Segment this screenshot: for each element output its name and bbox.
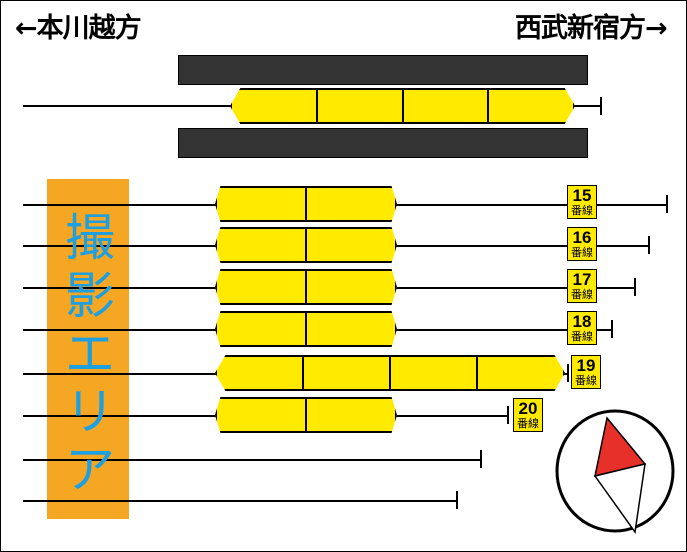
train-16	[215, 227, 397, 263]
train-car	[232, 90, 318, 122]
train-car	[307, 313, 395, 345]
platform-top	[178, 55, 588, 85]
direction-right: 西武新宿方→	[515, 13, 668, 44]
area-char: ア	[65, 441, 115, 499]
track-15-stop	[666, 195, 668, 213]
track-number: 20	[518, 399, 538, 418]
track-label-17: 17 番線	[567, 269, 597, 303]
area-char: エ	[65, 325, 115, 383]
train-car	[307, 271, 395, 303]
train-car	[217, 188, 307, 220]
track-number: 15	[572, 186, 592, 205]
track-19-stop	[567, 364, 569, 382]
train-car	[307, 188, 395, 220]
track-number: 17	[572, 270, 592, 289]
train-car	[307, 399, 395, 431]
train-car	[304, 357, 391, 389]
track-number: 18	[572, 312, 592, 331]
track-17-stop	[634, 278, 636, 296]
track-suffix: 番線	[571, 247, 593, 259]
direction-left: ←本川越方	[15, 13, 142, 44]
track-22	[23, 500, 457, 502]
track-label-16: 16 番線	[567, 227, 597, 261]
compass-icon	[555, 409, 675, 534]
photography-area-label: 撮 影 エ リ ア	[60, 209, 120, 499]
track-suffix: 番線	[517, 418, 539, 430]
train-car	[307, 229, 395, 261]
track-20-stop	[507, 406, 509, 424]
track-main-stop	[600, 97, 602, 115]
track-label-19: 19 番線	[571, 355, 601, 389]
track-suffix: 番線	[571, 205, 593, 217]
train-car	[404, 90, 490, 122]
area-char: 影	[65, 267, 115, 325]
area-char: 撮	[65, 209, 115, 267]
train-car	[217, 271, 307, 303]
track-number: 19	[576, 356, 596, 375]
track-21	[23, 459, 481, 461]
train-20	[215, 397, 397, 433]
track-label-20: 20 番線	[513, 398, 543, 432]
track-suffix: 番線	[571, 289, 593, 301]
track-22-stop	[456, 491, 458, 509]
train-15	[215, 186, 397, 222]
track-18-stop	[611, 320, 613, 338]
track-suffix: 番線	[571, 331, 593, 343]
train-car	[217, 399, 307, 431]
area-char: リ	[65, 383, 115, 441]
train-car	[217, 313, 307, 345]
train-18	[215, 311, 397, 347]
train-car	[318, 90, 404, 122]
train-car	[489, 90, 573, 122]
track-label-15: 15 番線	[567, 185, 597, 219]
track-number: 16	[572, 228, 592, 247]
platform-bottom	[178, 128, 588, 158]
train-car	[478, 357, 563, 389]
track-16-stop	[648, 236, 650, 254]
train-car	[217, 357, 304, 389]
train-17	[215, 269, 397, 305]
track-suffix: 番線	[575, 375, 597, 387]
train-car	[391, 357, 478, 389]
train-19	[215, 355, 565, 391]
train-main	[230, 88, 575, 124]
track-label-18: 18 番線	[567, 311, 597, 345]
train-car	[217, 229, 307, 261]
photography-area	[47, 179, 129, 519]
track-21-stop	[480, 450, 482, 468]
